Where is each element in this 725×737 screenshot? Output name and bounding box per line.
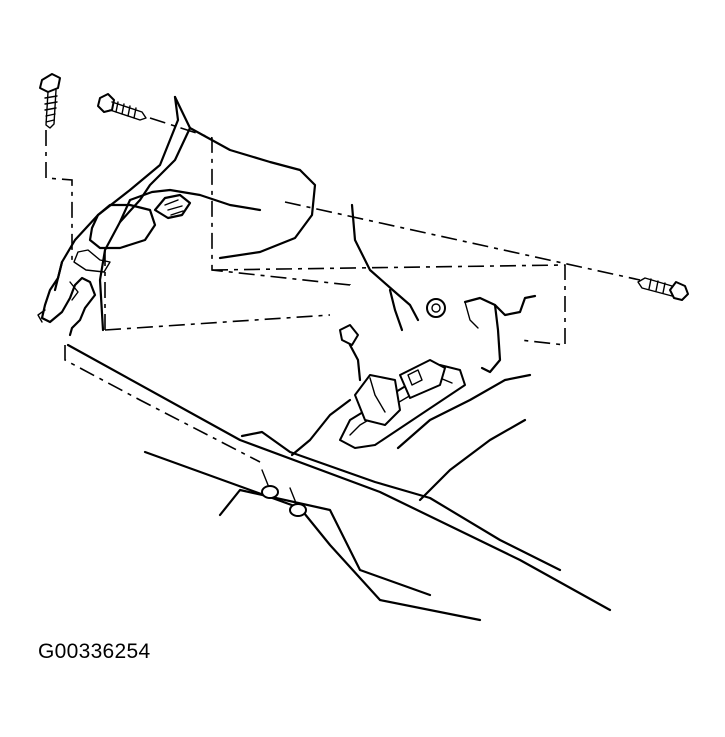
floor-fasteners [261,469,307,517]
gear-shifter [339,324,466,449]
figure-code: G00336254 [38,640,151,663]
shifter-bracket [350,203,537,374]
screw-icon [39,73,61,129]
floor-tunnel [66,343,612,622]
screw-icon [637,277,689,301]
screw-icon [97,93,147,121]
alignment-lines [45,117,641,463]
console-cover [37,95,317,337]
